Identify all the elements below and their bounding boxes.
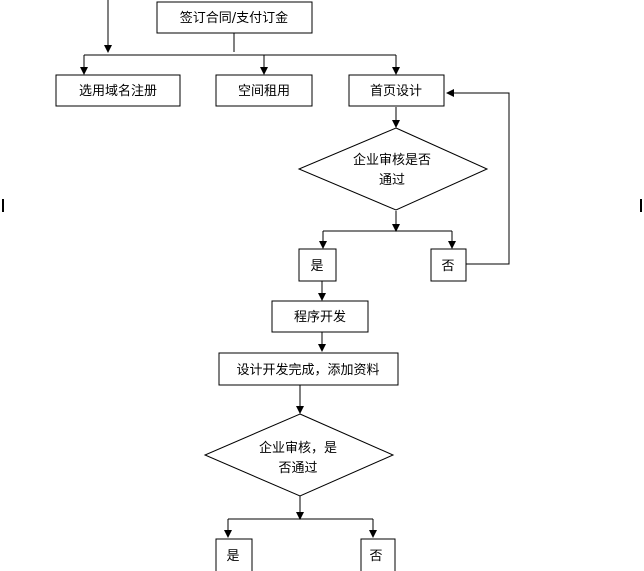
- no-2-box: [360, 538, 396, 571]
- yes-2-box: [215, 538, 253, 571]
- no-1-box: [430, 248, 467, 282]
- review-1-diamond: [297, 127, 489, 211]
- node-sign-contract: 签订合同/支付订金: [156, 1, 313, 34]
- connectors: [80, 0, 510, 538]
- node-yes-1: 是: [298, 248, 337, 282]
- node-domain-register: 选用域名注册: [55, 74, 181, 107]
- dev-complete-box: [218, 352, 399, 386]
- node-no-2: 否: [360, 538, 396, 571]
- node-homepage-design: 首页设计: [348, 74, 445, 107]
- program-dev-box: [271, 300, 369, 333]
- homepage-design-label: 首页设计: [370, 84, 422, 99]
- node-review-1: 企业审核是否 通过: [297, 127, 489, 211]
- no1-loop-back: [446, 89, 510, 265]
- right-edge-mark: [640, 199, 642, 212]
- domain-register-box: [55, 74, 181, 107]
- node-space-rental: 空间租用: [215, 74, 313, 107]
- sign-contract-box: [156, 1, 313, 34]
- homepage-design-box: [348, 74, 445, 107]
- space-rental-label: 空间租用: [238, 84, 290, 99]
- dev-complete-label: 设计开发完成，添加资料: [236, 362, 379, 378]
- review-2-label-line1: 企业审核，是: [259, 440, 337, 456]
- node-dev-complete: 设计开发完成，添加资料: [218, 352, 399, 386]
- node-program-dev: 程序开发: [271, 300, 369, 333]
- yes-2-label: 是: [226, 549, 239, 564]
- node-yes-2: 是: [215, 538, 253, 571]
- review-1-label-line2: 通过: [379, 173, 405, 188]
- review-1-label-line1: 企业审核是否: [353, 152, 431, 168]
- yes-1-box: [298, 248, 337, 282]
- domain-register-label: 选用域名注册: [79, 83, 157, 99]
- sign-contract-label: 签订合同/支付订金: [180, 10, 288, 26]
- yes-1-label: 是: [310, 259, 323, 274]
- review-2-label-line2: 否通过: [278, 461, 317, 476]
- no-2-label: 否: [369, 549, 382, 564]
- review-2-diamond: [203, 413, 395, 497]
- node-review-2: 企业审核，是 否通过: [203, 413, 395, 497]
- left-edge-mark: [2, 199, 4, 212]
- program-dev-label: 程序开发: [294, 309, 346, 325]
- no-1-label: 否: [441, 259, 454, 274]
- node-no-1: 否: [430, 248, 467, 282]
- space-rental-box: [215, 74, 313, 107]
